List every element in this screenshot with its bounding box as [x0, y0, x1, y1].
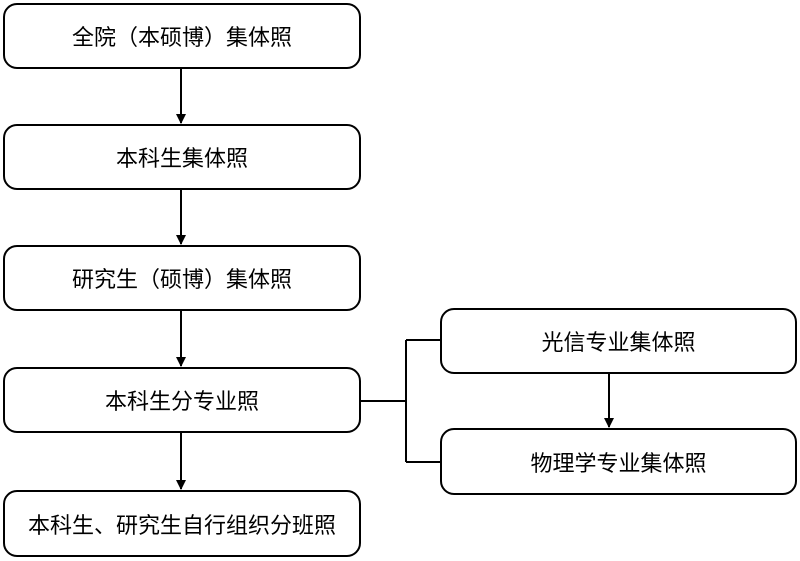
node-physics-photo: 物理学专业集体照 [440, 428, 797, 495]
bracket-n4-right [360, 339, 440, 463]
node-undergrad-major-photo: 本科生分专业照 [3, 367, 361, 433]
node-class-photo: 本科生、研究生自行组织分班照 [3, 490, 361, 557]
node-all-college-photo: 全院（本硕博）集体照 [3, 3, 361, 69]
node-undergrad-photo: 本科生集体照 [3, 124, 361, 190]
node-graduate-photo: 研究生（硕博）集体照 [3, 245, 361, 311]
node-optoelectronics-photo: 光信专业集体照 [440, 308, 797, 374]
